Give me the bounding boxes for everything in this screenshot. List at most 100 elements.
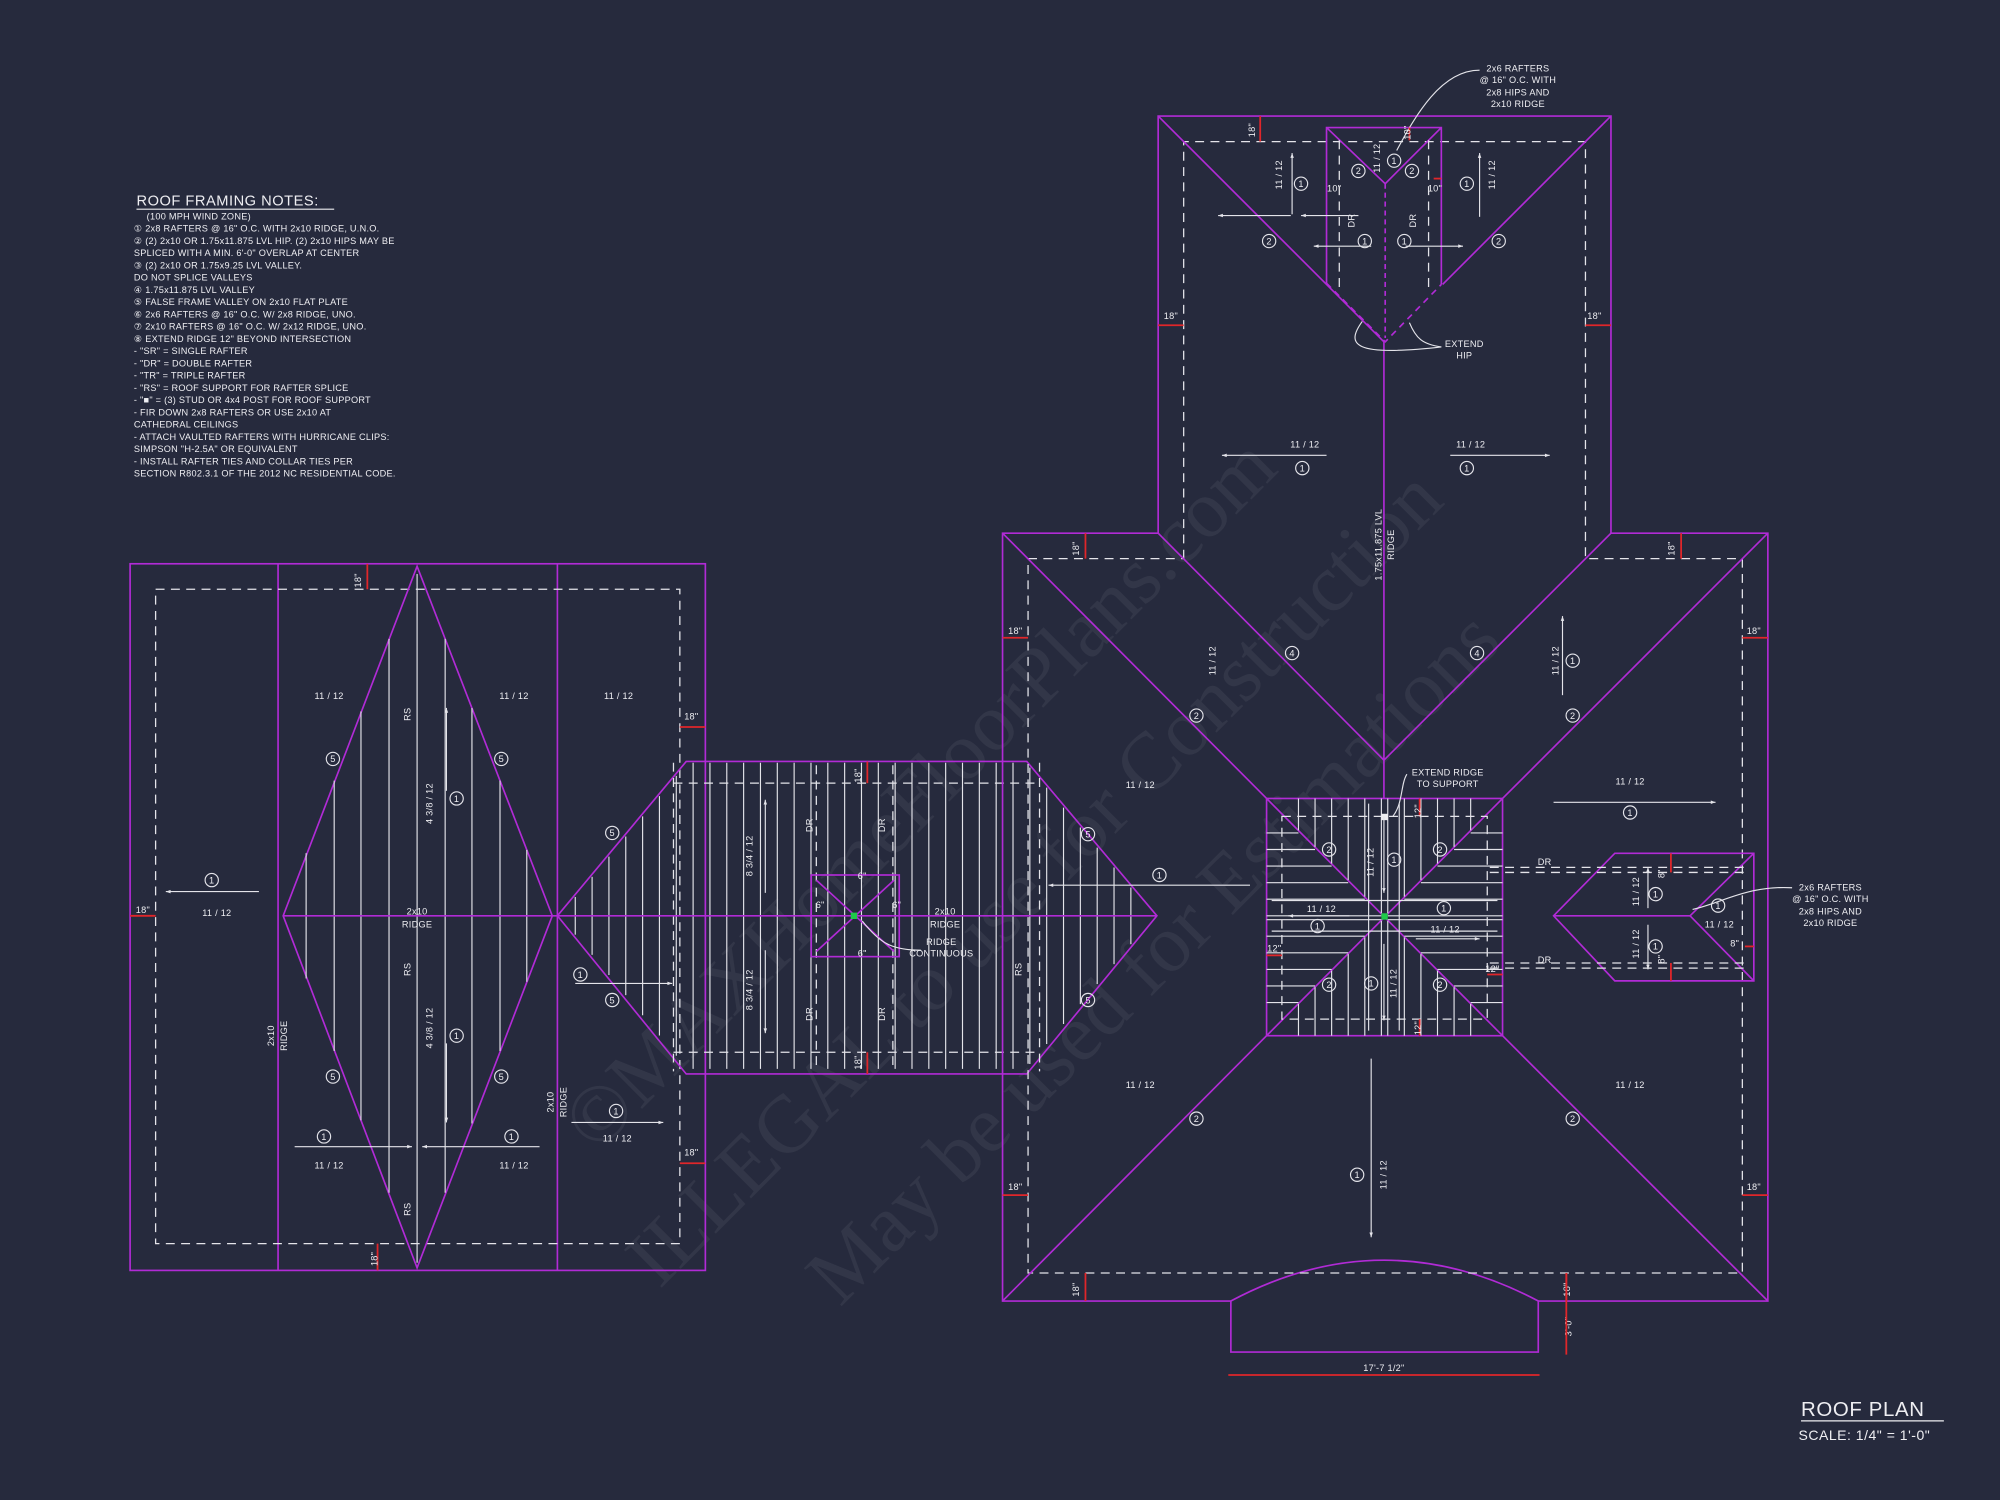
label-dr: DR [1347, 214, 1357, 228]
arrow-head-icon [763, 1028, 768, 1034]
callout-one: 1 [1349, 1167, 1365, 1182]
callout-circle-icon [1189, 1111, 1204, 1126]
label-rs: RS [403, 1203, 413, 1216]
callout-one: 1 [1295, 460, 1310, 476]
label-pitch: 11 / 12 [1208, 646, 1218, 675]
arrow-head-icon [444, 707, 449, 713]
callout-number: 1 [578, 970, 583, 980]
callout-number: 1 [1464, 179, 1469, 189]
hip [1501, 1035, 1769, 1302]
label-dim-18: 18" [136, 905, 150, 915]
note-line: - ATTACH VAULTED RAFTERS WITH HURRICANE … [134, 432, 390, 442]
callout-number: 1 [209, 875, 214, 885]
callout-one: 1 [1386, 852, 1402, 867]
callout-number: 2 [1437, 980, 1442, 990]
label-dim-18: 18" [1667, 541, 1677, 555]
callout-two: 2 [1189, 708, 1204, 723]
callout-circle-icon [605, 992, 620, 1008]
label-dim-18: 18" [1164, 311, 1178, 321]
callout-circle-icon [573, 967, 588, 982]
label-rs: RS [1014, 963, 1024, 976]
label-lvl-ridge-a: 1.75x11.875 LVL [1373, 509, 1383, 581]
callout-circle-icon [1386, 852, 1402, 867]
callout-number: 2 [1437, 845, 1442, 855]
label-dim-18: 18" [1071, 541, 1081, 555]
label-extend-ridge-b: TO SUPPORT [1417, 779, 1479, 789]
callout-circle-icon [1622, 805, 1638, 820]
label-pitch: 11 / 12 [1366, 848, 1376, 877]
label-pitch: 11 / 12 [499, 691, 528, 701]
callout-number: 1 [613, 1106, 618, 1116]
roof-framing-notes: ROOF FRAMING NOTES: (100 MPH WIND ZONE)①… [134, 193, 395, 478]
label-dim-bump-width: 17'-7 1/2" [1363, 1363, 1404, 1373]
callout-number: 5 [1085, 829, 1090, 839]
note-line: - "SR" = SINGLE RAFTER [134, 346, 248, 356]
connector-roof [283, 760, 1158, 1075]
arrow-head-icon [1710, 800, 1716, 805]
callout-four: 4 [1469, 645, 1485, 661]
label-dim-8: 8" [1657, 869, 1667, 878]
callout-two: 2 [1432, 977, 1448, 992]
callout-one: 1 [449, 1028, 464, 1043]
callout-two: 2 [1189, 1111, 1204, 1126]
callout-number: 1 [1362, 236, 1367, 246]
callout-circle-icon [1152, 867, 1167, 883]
callout-one: 1 [316, 1129, 332, 1144]
callout-circle-icon [1436, 900, 1452, 916]
drawing-scale: SCALE: 1/4" = 1'-0" [1798, 1427, 1930, 1443]
label-pitch: 11 / 12 [1487, 160, 1497, 189]
label-pitch: 11 / 12 [1631, 877, 1641, 906]
callout-five: 5 [605, 992, 620, 1008]
label-dim-8: 8" [1657, 955, 1667, 964]
callout-circle-icon [605, 825, 620, 841]
note-line: - "DR" = DOUBLE RAFTER [134, 358, 253, 368]
arrow-head-icon [1560, 616, 1565, 621]
valley [1383, 532, 1612, 761]
callout-two: 2 [1404, 163, 1420, 179]
label-dim-12: 12" [1485, 964, 1499, 974]
arrow-head-icon [1458, 244, 1464, 248]
note-line: ④ 1.75x11.875 LVL VALLEY [134, 285, 255, 295]
callout-two: 2 [1565, 708, 1580, 723]
note-line: SPLICED WITH A MIN. 6'-0" OVERLAP AT CEN… [134, 248, 360, 258]
label-ridge-2x10-b: RIDGE [558, 1087, 568, 1117]
post-marker [1381, 913, 1388, 920]
callout-two: 2 [1321, 977, 1337, 992]
callout-one: 1 [1386, 153, 1402, 168]
callout-number: 1 [1653, 942, 1658, 952]
note-line: CATHEDRAL CEILINGS [134, 420, 238, 430]
callout-number: 5 [610, 828, 615, 838]
label-rafters-note-2: 2x8 HIPS AND [1486, 88, 1549, 98]
callout-number: 1 [1354, 1170, 1359, 1180]
label-rafters-note-2: 2x8 HIPS AND [1799, 907, 1862, 917]
callout-number: 5 [499, 754, 504, 764]
hip [1001, 1035, 1268, 1302]
label-pitch: 11 / 12 [1126, 780, 1155, 790]
label-dim-18: 18" [1247, 123, 1257, 137]
callout-five: 5 [1080, 826, 1096, 842]
center-hip-square [1265, 797, 1504, 1037]
label-pitch: 11 / 12 [1126, 1080, 1155, 1090]
watermark-line-2: ILLEGAL to use for Construction [608, 452, 1459, 1303]
callout-circle-icon [1295, 460, 1310, 476]
callout-two: 2 [1261, 233, 1277, 249]
label-dr: DR [804, 1007, 814, 1021]
label-dim-6: 6" [858, 871, 867, 881]
callout-number: 1 [1315, 921, 1320, 931]
label-dim-18: 18" [1008, 1182, 1022, 1192]
arrow-head-icon [1290, 153, 1294, 158]
arrow-head-icon [1646, 964, 1650, 970]
callout-number: 5 [1085, 995, 1090, 1005]
callout-one: 1 [1459, 460, 1475, 476]
callout-one: 1 [1436, 900, 1452, 916]
title-block: ROOF PLAN SCALE: 1/4" = 1'-0" [1798, 1399, 1944, 1443]
label-dim-10: 10" [1327, 183, 1341, 193]
callout-circle-icon [1293, 176, 1309, 191]
arrow-head-icon [1369, 1232, 1373, 1238]
arched-bump [1230, 1259, 1539, 1302]
callout-circle-icon [204, 872, 219, 888]
callout-number: 4 [1474, 648, 1479, 658]
callout-two: 2 [1565, 1111, 1580, 1126]
arrow-head-icon [1544, 453, 1550, 458]
